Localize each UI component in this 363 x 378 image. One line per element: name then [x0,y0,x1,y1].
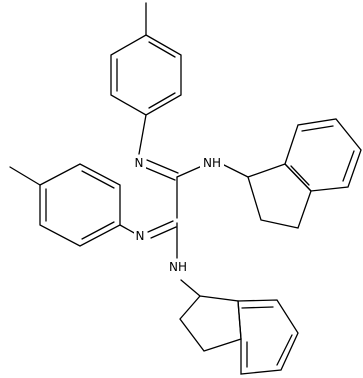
indane-five-ring [179,295,242,352]
top-indanyl-group [221,118,362,229]
c-n-double-bond-bottom [147,220,174,233]
top-tolyl-inner-bond [148,41,176,58]
left-tolyl-ring [39,163,121,247]
atom-label-nh-top: NH [203,156,221,170]
bottom-indanyl-group [179,279,299,375]
indane-inner-bond [301,125,334,132]
atom-label-nh-bottom: NH [169,260,187,274]
indane-inner-bond [290,165,310,186]
indane-benzene-ring [237,299,299,375]
atom-labels: N NH N NH [133,155,224,274]
left-tolyl-group [9,163,137,247]
left-tolyl-inner-bond [81,221,115,240]
left-methyl-bond [9,166,41,186]
top-ring-to-n-bond [138,114,147,155]
atom-label-n-middle: N [136,229,145,243]
c-n-double-bond-bottom [150,226,177,239]
central-core [143,159,203,259]
left-ring-to-n-bond [119,224,137,235]
nh-to-indanyl-bond [180,279,201,297]
c-nh-bond-top [176,165,203,178]
top-tolyl-group [110,2,182,155]
c-n-double-bond-top [143,166,176,181]
top-tolyl-ring [110,34,182,116]
indane-inner-bond [276,334,293,366]
left-tolyl-inner-bond [81,170,115,189]
c-n-double-bond-top [146,159,179,174]
indane-inner-bond [241,306,274,309]
nh-to-indanyl-bond [221,163,249,178]
indane-five-ring [247,163,312,229]
indane-benzene-ring [284,118,362,192]
atom-label-n-top: N [135,156,144,170]
indane-inner-bond [342,150,355,182]
top-tolyl-inner-bond [148,92,176,109]
